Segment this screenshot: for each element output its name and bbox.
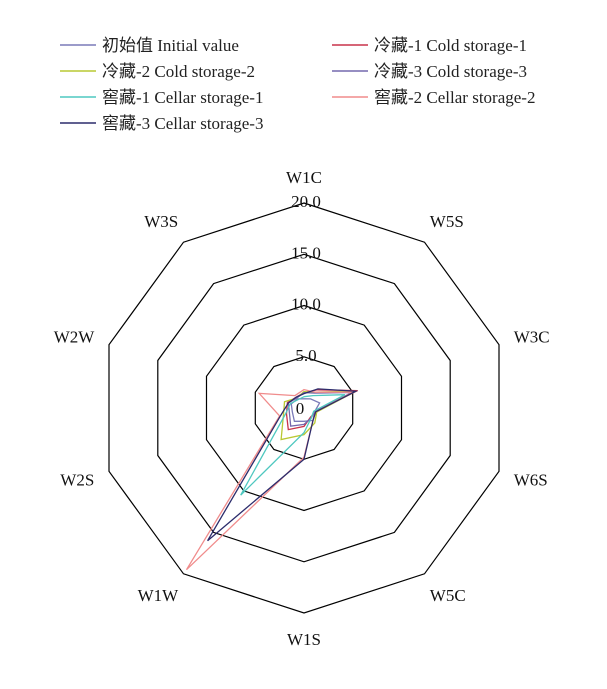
series-line-5	[185, 388, 354, 571]
grid-ring-4	[108, 202, 500, 614]
series-line-6	[207, 388, 359, 542]
legend-label: 窖藏-2 Cellar storage-2	[374, 88, 535, 107]
tick-label: 5.0	[295, 346, 316, 365]
series-line-4	[240, 394, 346, 496]
series-layer	[185, 388, 359, 571]
axis-label-w6s: W6S	[514, 470, 548, 489]
tick-label: 15.0	[291, 243, 321, 262]
axis-label-w5c: W5C	[430, 586, 466, 605]
tick-label: 0	[296, 399, 305, 418]
grid-ring-2	[205, 304, 403, 512]
axis-label-w5s: W5S	[430, 212, 464, 231]
legend-label: 窖藏-1 Cellar storage-1	[102, 88, 263, 107]
axis-label-w3s: W3S	[144, 212, 178, 231]
axis-label-w3c: W3C	[514, 328, 550, 347]
tick-labels: 0 5.0 10.0 15.0 20.0	[291, 192, 321, 418]
legend-label: 冷藏-2 Cold storage-2	[102, 62, 255, 81]
legend-label: 冷藏-3 Cold storage-3	[374, 62, 527, 81]
axis-label-w2w: W2W	[54, 328, 96, 347]
legend-label: 窖藏-3 Cellar storage-3	[102, 114, 263, 133]
legend-label: 初始值 Initial value	[102, 36, 239, 55]
radar-grid	[108, 202, 500, 614]
tick-label: 10.0	[291, 295, 321, 314]
legend: 初始值 Initial value 冷藏-1 Cold storage-1 冷藏-2…	[60, 36, 535, 133]
axis-label-w1s: W1S	[287, 630, 321, 649]
axis-label-w1w: W1W	[138, 586, 180, 605]
series-line-2	[280, 390, 357, 441]
grid-ring-3	[157, 253, 451, 563]
axis-label-w1c: W1C	[286, 168, 322, 187]
tick-label: 20.0	[291, 192, 321, 211]
axis-labels: W1C W5S W3C W6S W5C W1S W1W W2S W2W W3S	[54, 168, 550, 649]
axis-label-w2s: W2S	[60, 470, 94, 489]
legend-label: 冷藏-1 Cold storage-1	[374, 36, 527, 55]
